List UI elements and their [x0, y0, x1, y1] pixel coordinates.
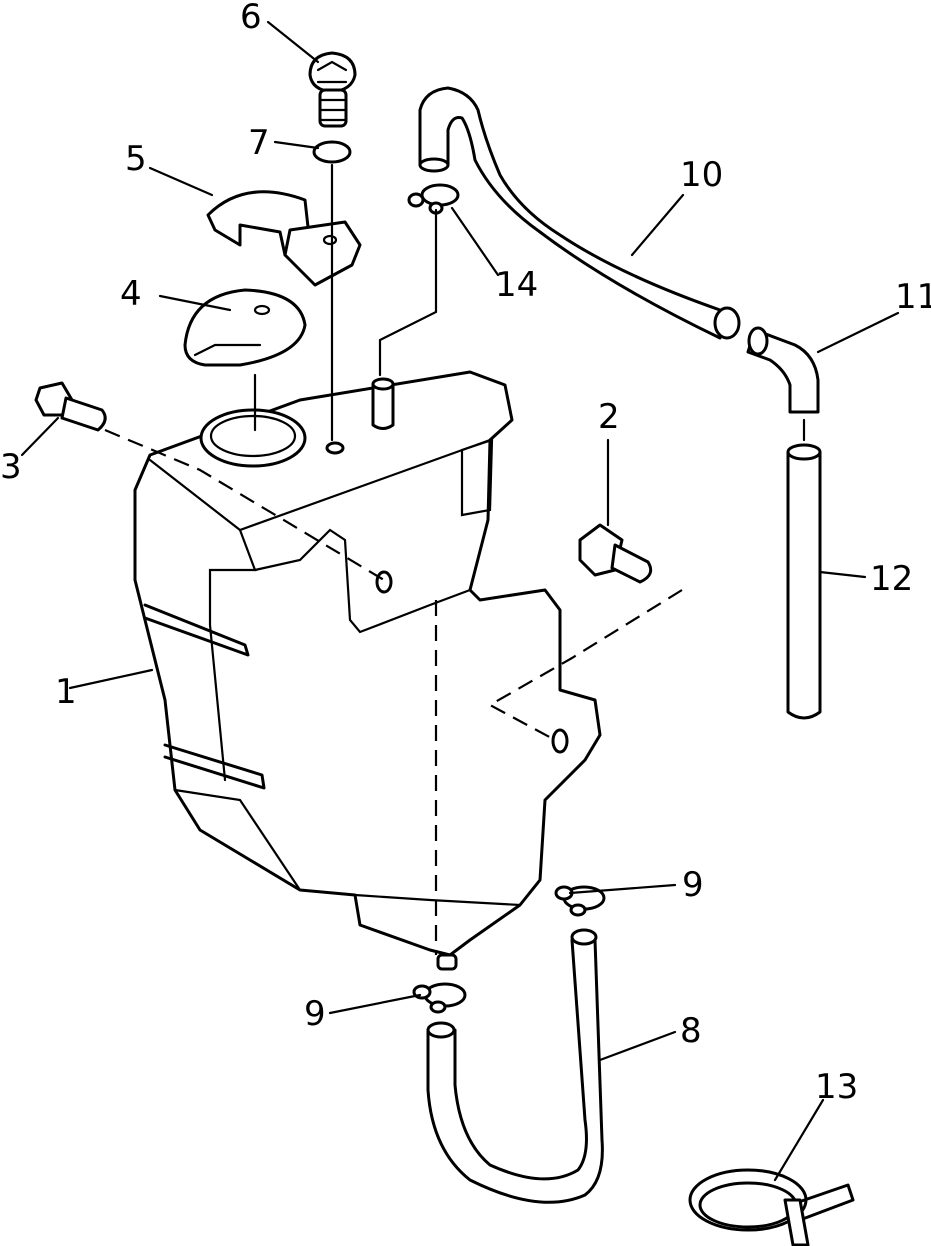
clamp-lower — [412, 982, 467, 1014]
upper-hose — [418, 86, 741, 340]
callout-5: 5 — [125, 139, 147, 179]
callout-9-lower: 9 — [304, 994, 326, 1034]
leader-lines — [20, 20, 900, 1182]
callout-1: 1 — [55, 672, 77, 712]
callout-3: 3 — [0, 447, 22, 487]
callout-10: 10 — [680, 155, 723, 195]
small-clamp — [407, 183, 460, 215]
filler-cap — [183, 288, 307, 367]
straight-hose — [786, 443, 822, 720]
band-clamp — [688, 1168, 855, 1246]
callout-6: 6 — [240, 0, 262, 37]
callout-11: 11 — [895, 277, 931, 317]
callout-12: 12 — [870, 559, 913, 599]
assembly-guide-lines — [104, 163, 806, 955]
callout-14: 14 — [495, 265, 538, 305]
reservoir-tank — [133, 370, 602, 971]
hose-fitting-part-3 — [34, 381, 107, 432]
lower-hose — [426, 928, 604, 1204]
callout-4: 4 — [120, 274, 142, 314]
clamp-upper — [554, 885, 606, 917]
bolt — [308, 51, 357, 128]
cap-bracket — [206, 190, 362, 287]
washer — [312, 140, 352, 164]
callout-8: 8 — [680, 1011, 702, 1051]
callout-7: 7 — [248, 123, 270, 163]
callout-2: 2 — [598, 397, 620, 437]
callout-labels: 1 2 3 4 5 6 7 8 9 9 10 11 12 13 14 — [0, 0, 931, 1107]
callout-9-upper: 9 — [682, 865, 704, 905]
fitting-part-2 — [578, 523, 653, 584]
callout-13: 13 — [815, 1067, 858, 1107]
elbow-fitting — [746, 326, 820, 414]
